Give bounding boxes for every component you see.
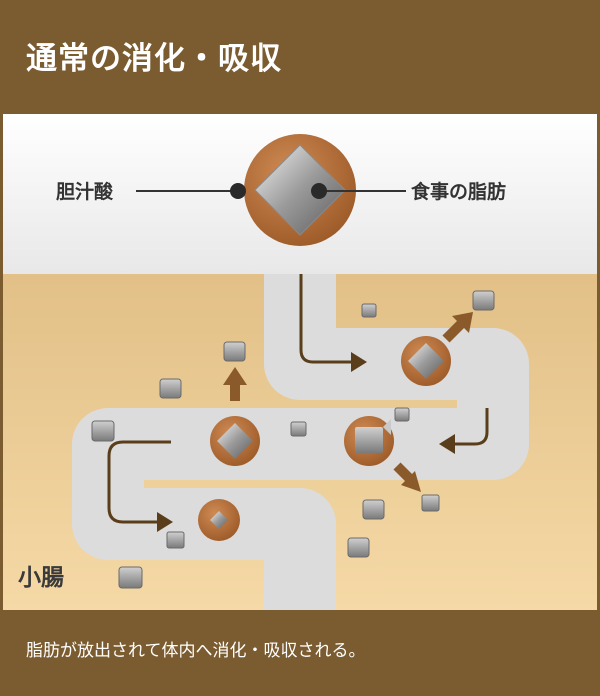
micelle-icon xyxy=(401,336,451,386)
micelle-open-icon xyxy=(344,416,394,466)
page-title: 通常の消化・吸収 xyxy=(26,41,282,77)
flow-arrow-3 xyxy=(107,440,173,532)
label-dietary-fat: 食事の脂肪 xyxy=(411,180,506,203)
absorb-arrow-upright xyxy=(442,312,473,343)
callout-dietary-fat xyxy=(311,183,406,199)
callout-bile-acid xyxy=(136,183,246,199)
absorb-arrow-up xyxy=(223,367,247,401)
label-small-intestine: 小腸 xyxy=(18,565,64,591)
footer-caption: 脂肪が放出されて体内へ消化・吸収される。 xyxy=(26,641,366,661)
label-bile-acid: 胆汁酸 xyxy=(56,180,114,203)
flow-arrow-2 xyxy=(439,408,489,454)
diagram-panel: 胆汁酸 食事の脂肪 小腸 xyxy=(3,114,597,610)
micelle-icon xyxy=(198,499,240,541)
micelle-icon xyxy=(210,416,260,466)
absorb-arrow-downright xyxy=(393,462,421,492)
header: 通常の消化・吸収 xyxy=(0,0,600,114)
digestion-diagram: 胆汁酸 食事の脂肪 小腸 xyxy=(3,114,597,610)
fat-cube-icon xyxy=(91,290,495,589)
flow-arrow-1 xyxy=(299,274,367,372)
micelle-large xyxy=(244,134,356,246)
